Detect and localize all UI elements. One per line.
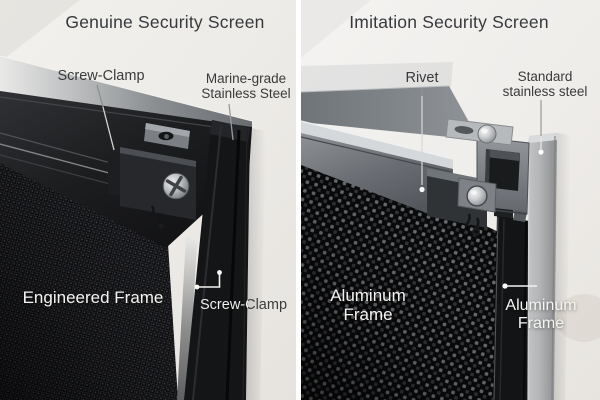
side-rivet-bracket [457, 177, 497, 213]
imitation-screen-illustration [301, 0, 600, 400]
rivet-head-icon [467, 186, 487, 206]
genuine-screen-photo [0, 0, 296, 400]
genuine-screen-illustration [0, 0, 296, 400]
left-panel-title: Genuine Security Screen [65, 12, 265, 32]
frame-edge-column [493, 215, 529, 400]
bar-ambient-shadow [301, 62, 453, 93]
wire-hook-detail [148, 205, 164, 229]
aluminum-top-bar [301, 85, 479, 214]
top-bracket [144, 123, 190, 149]
callout-aluminum-frame-mesh: Aluminum Frame [330, 286, 406, 324]
imitation-screen-photo [301, 0, 600, 400]
callout-rivet: Rivet [405, 70, 439, 86]
column-drop-shadow [246, 128, 266, 400]
callout-standard-steel: Standard stainless steel [502, 69, 588, 99]
callout-marine-grade: Marine-grade Stainless Steel [201, 71, 291, 101]
callout-screw-clamp-top: Screw-Clamp [57, 68, 145, 84]
top-rivet-plate [445, 118, 514, 146]
standard-steel-bar [527, 133, 557, 400]
right-panel-title: Imitation Security Screen [349, 12, 549, 32]
steel-bar-drop-shadow [554, 133, 571, 400]
loose-wire-detail [464, 213, 480, 236]
panel-divider [296, 0, 301, 400]
callout-aluminum-frame-edge: Aluminum Frame [505, 297, 577, 332]
right-corner-shadow [301, 0, 371, 58]
screw-clamp-block [108, 147, 196, 220]
left-corner-shadow [0, 0, 80, 62]
phillips-screw-icon [165, 175, 187, 197]
callout-screw-clamp-bottom: Screw-Clamp [200, 297, 288, 313]
callout-engineered-frame: Engineered Frame [22, 288, 164, 307]
